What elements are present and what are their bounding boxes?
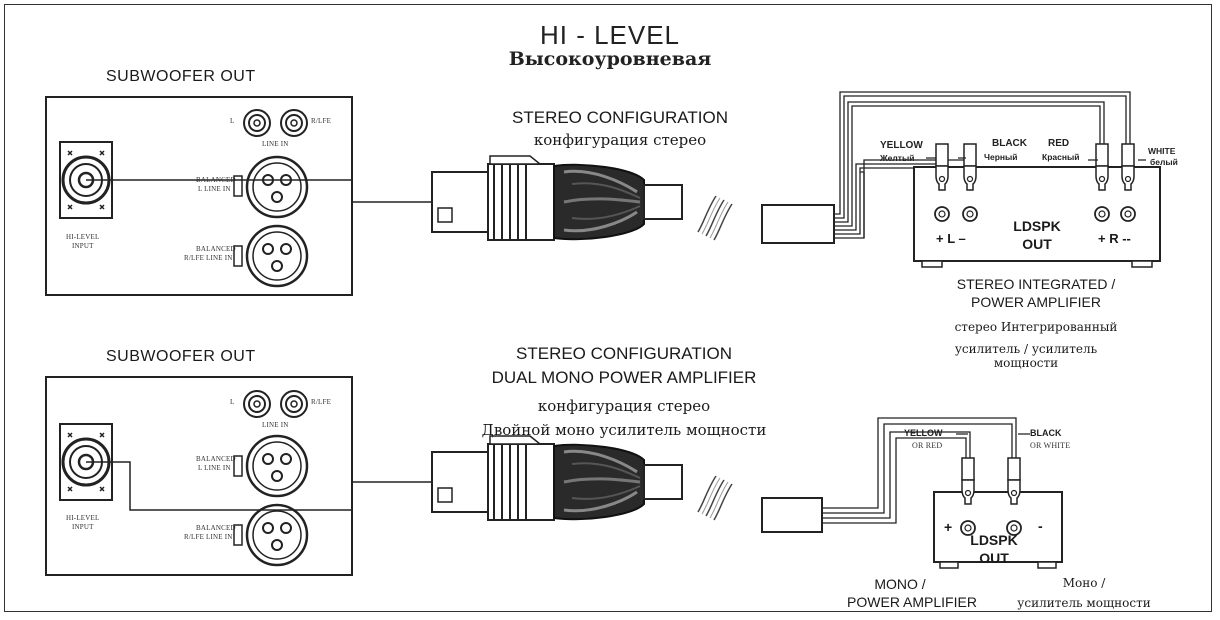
top-balanced-l-label-1: BALANCED <box>196 176 236 184</box>
bottom-plus-label: + <box>944 519 953 535</box>
top-amp-caption-ru-1: стерео Интегрированный <box>954 320 1118 334</box>
bottom-hi-level-label-2: INPUT <box>72 523 94 531</box>
bottom-balanced-l-label-1: BALANCED <box>196 455 236 463</box>
bottom-terminal-minus <box>1006 457 1022 536</box>
top-line-in-label: LINE IN <box>262 140 289 148</box>
bottom-wires <box>822 417 1017 524</box>
top-amp-caption-en-2: POWER AMPLIFIER <box>971 294 1101 310</box>
bottom-cable-end <box>761 497 823 533</box>
top-amp-right-channel: + R -- <box>1098 231 1131 246</box>
bottom-amp-caption-en-2: POWER AMPLIFIER <box>847 594 977 610</box>
top-wire-black-ru: Черный <box>984 152 1018 162</box>
bottom-xlr-l <box>245 434 309 498</box>
top-line-in-r-label: R/LFE <box>311 117 332 125</box>
bottom-speakon-plug <box>430 434 684 522</box>
top-amp-out: OUT <box>1022 236 1052 252</box>
bottom-amp-box <box>933 491 1063 563</box>
top-balanced-l-label-2: L LINE IN <box>198 185 231 193</box>
page-subtitle: Высокоуровневая <box>508 48 712 70</box>
bottom-line-in-l-label: L <box>230 398 235 406</box>
top-rca-l <box>243 109 271 137</box>
top-config-en: STEREO CONFIGURATION <box>512 108 728 127</box>
page-title: HI - LEVEL <box>539 20 681 50</box>
top-amp-box <box>913 166 1161 262</box>
top-terminal-r-minus <box>1120 143 1136 222</box>
top-cable-break <box>697 195 733 241</box>
top-wire-red-en: RED <box>1048 138 1070 149</box>
bottom-wire-black-2: OR WHITE <box>1030 441 1071 450</box>
top-amp-ldspk: LDSPK <box>1013 218 1061 234</box>
top-amp-caption-ru-3: мощности <box>993 356 1059 370</box>
bottom-rca-r <box>280 390 308 418</box>
top-wire-white-ru: белый <box>1150 157 1178 167</box>
top-wire-white-en: WHITE <box>1148 146 1176 156</box>
bottom-config-en-1: STEREO CONFIGURATION <box>516 344 732 363</box>
top-wire-black-en: BLACK <box>992 138 1027 149</box>
bottom-wire-yellow-2: OR RED <box>912 441 943 450</box>
top-balanced-r-label-2: R/LFE LINE IN <box>184 254 233 262</box>
top-amp-caption-en-1: STEREO INTEGRATED / <box>956 276 1116 292</box>
bottom-line-in-r-label: R/LFE <box>311 398 332 406</box>
bottom-amp-ldspk: LDSPK <box>970 532 1018 548</box>
top-wire-yellow-ru: Желтый <box>880 153 915 163</box>
top-amp-left-channel: + L – <box>936 231 966 246</box>
top-terminal-r-plus <box>1094 143 1110 222</box>
top-terminal-l-plus <box>934 143 950 222</box>
top-hi-level-label-2: INPUT <box>72 242 94 250</box>
bottom-cable-break <box>697 475 733 521</box>
bottom-amp-caption-ru-2: усилитель мощности <box>1017 596 1151 610</box>
top-cable-end <box>761 204 835 244</box>
top-xlr-r <box>245 224 309 288</box>
bottom-subwoofer-out-label: SUBWOOFER OUT <box>106 348 256 365</box>
bottom-hi-level-label-1: HI-LEVEL <box>66 514 100 522</box>
bottom-config-ru-2: Двойной моно усилитель мощности <box>481 421 767 439</box>
bottom-amp-out: OUT <box>979 550 1009 566</box>
bottom-line-in-label: LINE IN <box>262 421 289 429</box>
top-line-in-l-label: L <box>230 117 235 125</box>
top-wire-yellow-en: YELLOW <box>880 140 923 151</box>
top-hi-level-label-1: HI-LEVEL <box>66 233 100 241</box>
bottom-amp-caption-en-1: MONO / <box>874 576 926 592</box>
top-speakon-plug <box>430 154 684 242</box>
bottom-xlr-r <box>245 503 309 567</box>
bottom-balanced-l-label-2: L LINE IN <box>198 464 231 472</box>
top-terminal-l-minus <box>962 143 978 222</box>
top-amp-caption-ru-2: усилитель / усилитель <box>954 342 1098 356</box>
bottom-wire-yellow-1: YELLOW <box>904 428 943 438</box>
bottom-balanced-r-label-2: R/LFE LINE IN <box>184 533 233 541</box>
top-balanced-r-label-1: BALANCED <box>196 245 236 253</box>
bottom-rca-l <box>243 390 271 418</box>
bottom-wire-black-1: BLACK <box>1030 428 1062 438</box>
diagram-frame <box>4 4 1212 612</box>
top-xlr-l <box>245 155 309 219</box>
bottom-balanced-r-label-1: BALANCED <box>196 524 236 532</box>
top-rca-r <box>280 109 308 137</box>
bottom-config-en-2: DUAL MONO POWER AMPLIFIER <box>491 368 757 387</box>
top-wire-red-ru: Красный <box>1042 152 1080 162</box>
top-subwoofer-out-label: SUBWOOFER OUT <box>106 68 256 85</box>
bottom-amp-caption-ru-1: Моно / <box>1062 576 1106 590</box>
bottom-config-ru-1: конфигурация стерео <box>537 397 711 415</box>
top-config-ru: конфигурация стерео <box>533 131 707 149</box>
bottom-terminal-plus <box>960 457 976 536</box>
bottom-minus-label: - <box>1038 518 1043 534</box>
